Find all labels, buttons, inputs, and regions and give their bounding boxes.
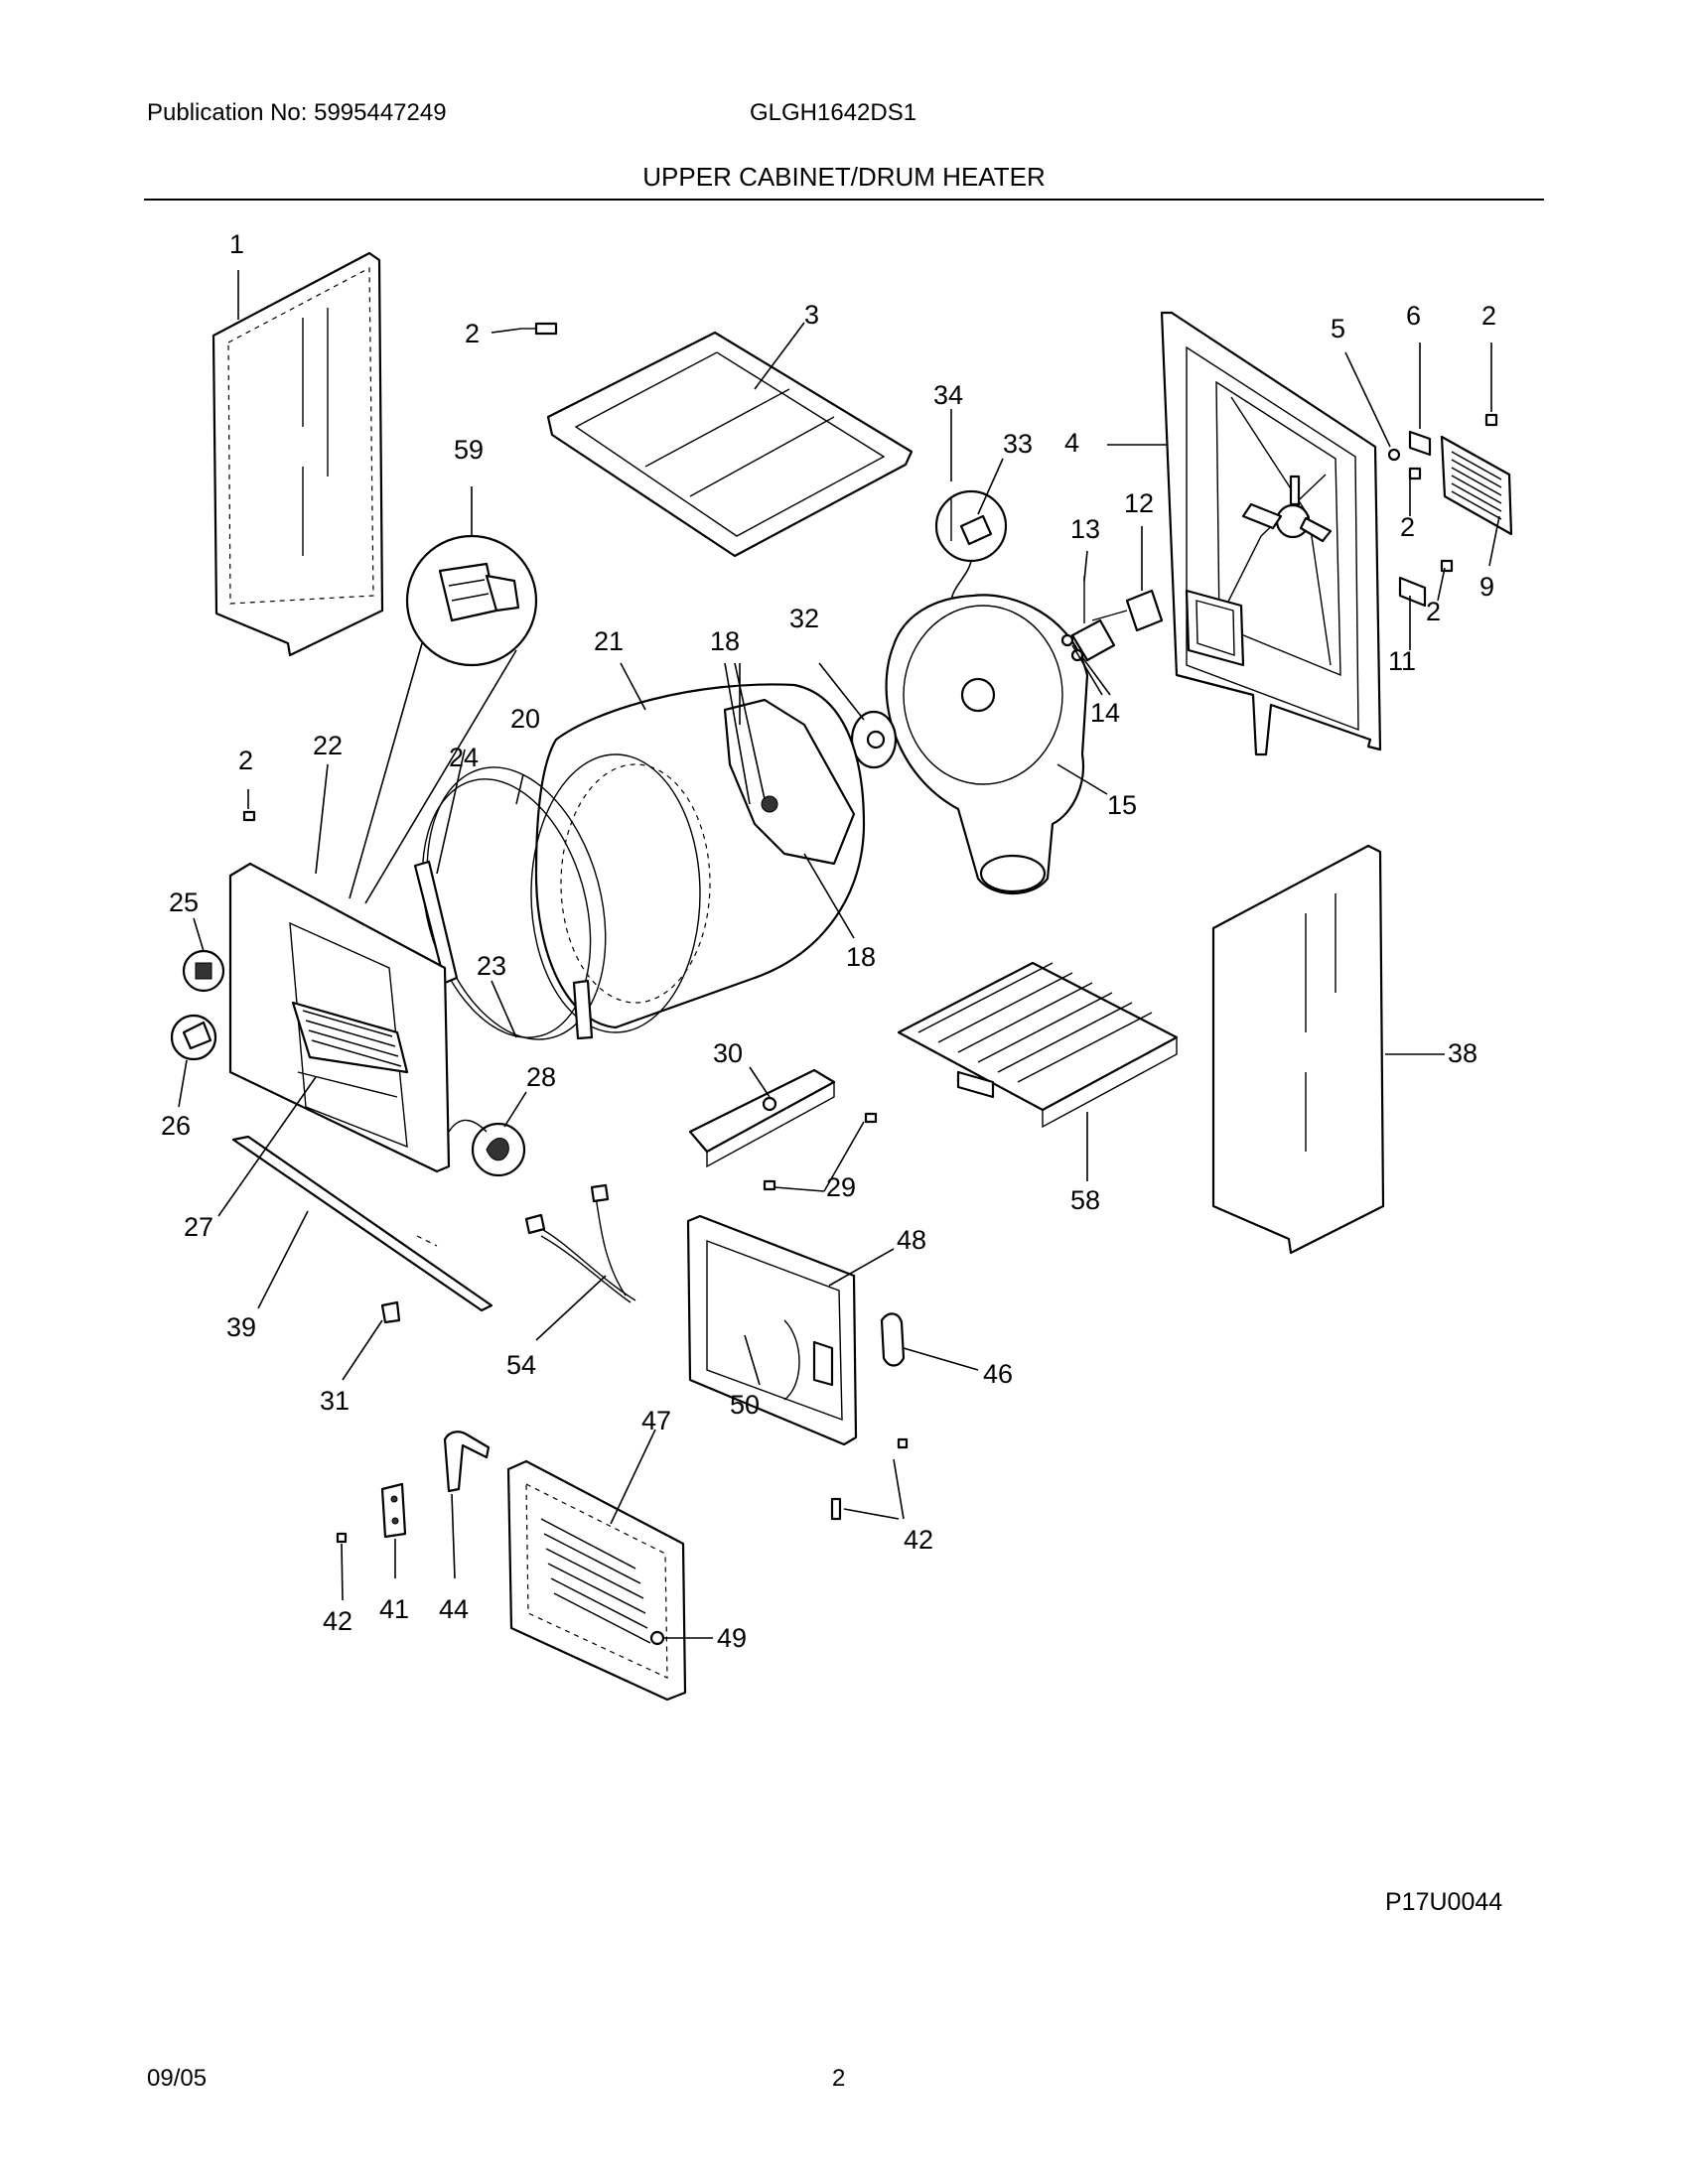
callout-27: 27 <box>184 1212 213 1242</box>
callout-34: 34 <box>933 380 963 410</box>
part-3-top-panel <box>546 331 914 558</box>
callout-6: 6 <box>1406 301 1421 331</box>
part-25-26-28-details <box>170 949 526 1177</box>
part-5-6-11-small-components <box>1387 430 1432 608</box>
callout-33: 33 <box>1003 429 1033 459</box>
callout-3: 3 <box>804 300 819 330</box>
callout-2: 2 <box>465 319 480 348</box>
callout-13: 13 <box>1070 514 1100 544</box>
callout-49: 49 <box>717 1623 747 1653</box>
part-58-drying-rack <box>897 961 1179 1129</box>
callout-42: 42 <box>904 1525 933 1555</box>
callout-18: 18 <box>846 942 876 972</box>
callout-28: 28 <box>526 1062 556 1092</box>
part-38-side-panel <box>1211 844 1385 1255</box>
callout-9: 9 <box>1479 572 1494 602</box>
part-54-harness <box>524 1183 636 1303</box>
section-title: UPPER CABINET/DRUM HEATER <box>642 162 1046 192</box>
callout-labels: 1 2 3 34 33 4 5 6 2 2 9 2 11 59 13 12 14… <box>161 229 1496 1653</box>
callout-59: 59 <box>454 435 484 465</box>
callout-42: 42 <box>323 1606 352 1636</box>
part-12-13-14-switch <box>1060 576 1164 662</box>
callout-24: 24 <box>449 743 479 772</box>
callout-2: 2 <box>1400 512 1415 542</box>
callout-38: 38 <box>1448 1038 1477 1068</box>
part-15-blower-housing <box>885 594 1089 895</box>
callout-22: 22 <box>313 731 343 760</box>
part-20-23-24-drum-seals <box>413 766 607 1040</box>
callout-41: 41 <box>379 1594 409 1624</box>
callout-20: 20 <box>510 704 540 734</box>
part-44-latch <box>443 1431 491 1493</box>
callout-21: 21 <box>594 626 624 656</box>
callout-29: 29 <box>826 1172 856 1202</box>
part-9-grille <box>1440 435 1513 536</box>
callout-39: 39 <box>226 1312 256 1342</box>
part-4-rear-panel <box>1160 311 1382 756</box>
part-39-strip <box>231 1135 493 1312</box>
callout-5: 5 <box>1331 314 1345 343</box>
part-33-34-detail <box>934 489 1008 602</box>
part-22-front-panel <box>228 862 451 1173</box>
part-31-plug <box>380 1300 401 1324</box>
callout-18: 18 <box>710 626 740 656</box>
callout-44: 44 <box>439 1594 469 1624</box>
callout-1: 1 <box>229 229 244 259</box>
publication-number: Publication No: 5995447249 <box>147 99 447 126</box>
callout-48: 48 <box>897 1225 926 1255</box>
callout-14: 14 <box>1090 698 1120 728</box>
callout-4: 4 <box>1064 428 1079 458</box>
diagram-code: P17U0044 <box>1385 1888 1503 1916</box>
part-21-drum <box>530 683 866 1033</box>
footer-date: 09/05 <box>147 2065 208 2092</box>
callout-11: 11 <box>1388 646 1416 676</box>
header-rule <box>144 199 1544 201</box>
callout-31: 31 <box>320 1386 350 1416</box>
model-number: GLGH1642DS1 <box>750 99 917 126</box>
callout-58: 58 <box>1070 1185 1100 1215</box>
callout-2: 2 <box>1426 597 1441 626</box>
part-41-hinge <box>380 1482 407 1539</box>
leader-lines <box>178 270 1500 1639</box>
callout-30: 30 <box>713 1038 743 1068</box>
callout-15: 15 <box>1107 790 1137 820</box>
callout-25: 25 <box>169 887 199 917</box>
callout-26: 26 <box>161 1111 191 1141</box>
screws-part-42 <box>336 1437 909 1544</box>
callout-23: 23 <box>477 951 506 981</box>
part-48-50-door <box>686 1214 858 1446</box>
part-59-connector-detail <box>349 534 538 904</box>
callout-2: 2 <box>238 746 253 775</box>
callout-12: 12 <box>1124 488 1154 518</box>
callout-54: 54 <box>506 1350 536 1380</box>
callout-2: 2 <box>1481 301 1496 331</box>
part-1-side-panel <box>211 251 384 657</box>
callout-46: 46 <box>983 1359 1013 1389</box>
callout-47: 47 <box>641 1406 671 1435</box>
callout-50: 50 <box>730 1390 760 1420</box>
part-46-handle <box>880 1312 906 1367</box>
footer-page-number: 2 <box>832 2065 846 2092</box>
part-47-inner-door <box>506 1459 687 1702</box>
part-30-29-baffle <box>688 1068 878 1191</box>
callout-32: 32 <box>789 604 819 633</box>
